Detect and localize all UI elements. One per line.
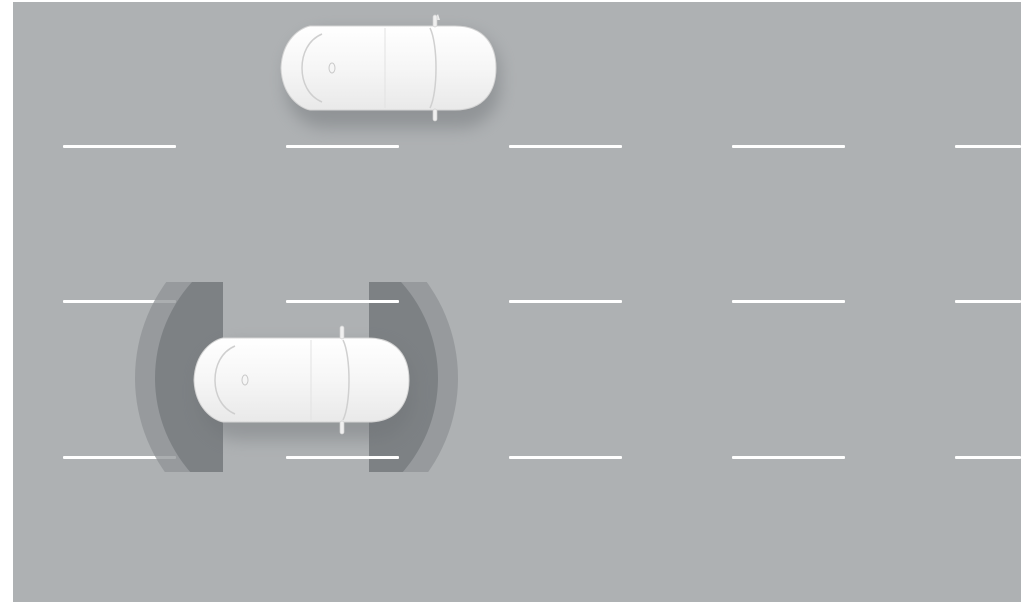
other-car: [281, 14, 500, 128]
road-illustration: [13, 2, 1021, 602]
lane-dash: [286, 456, 399, 459]
lane-dash: [955, 300, 1021, 303]
lane-dash: [955, 145, 1021, 148]
lane-dash: [509, 300, 622, 303]
lane-dash: [732, 456, 845, 459]
lane-dash: [955, 456, 1021, 459]
road-scene: [13, 2, 1021, 602]
lane-dash: [286, 300, 399, 303]
lane-dash: [732, 145, 845, 148]
lane-dash: [732, 300, 845, 303]
lane-dash: [63, 145, 176, 148]
ego-car: [194, 326, 413, 440]
lane-dash: [509, 145, 622, 148]
lane-dash: [286, 145, 399, 148]
lane-dash: [509, 456, 622, 459]
